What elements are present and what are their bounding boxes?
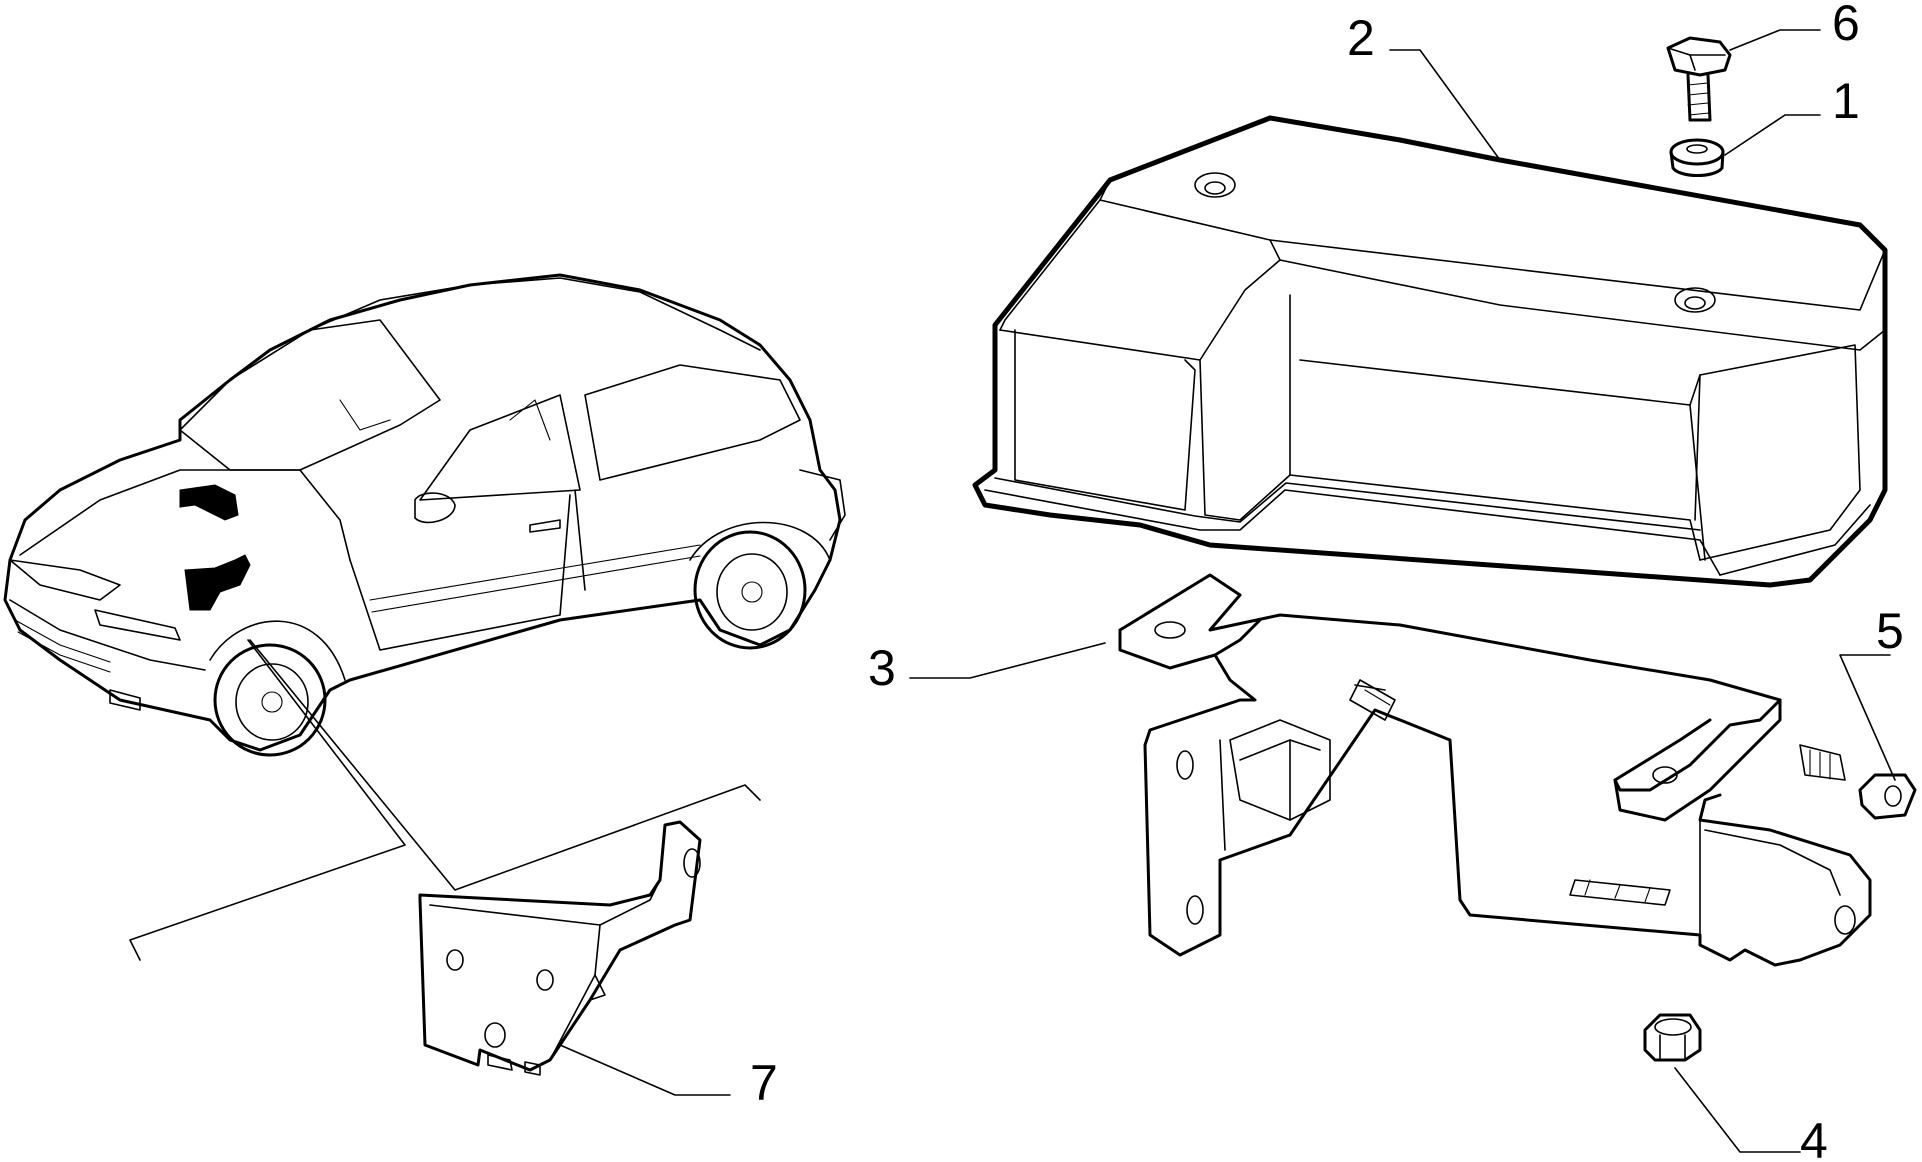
washer-1-illustration — [1669, 138, 1725, 177]
callout-leaders — [559, 29, 1896, 1153]
component-location-marker — [184, 554, 251, 611]
bolt-6-illustration — [1666, 36, 1732, 122]
screw-illustration — [1354, 684, 1386, 691]
callout-label-6: 6 — [1832, 0, 1860, 51]
callout-labels: 6 1 2 3 5 4 7 — [750, 0, 1904, 1162]
bracket-7-illustration — [418, 820, 702, 1076]
nut-4-illustration — [1643, 1013, 1702, 1062]
cover-2-illustration — [972, 115, 1888, 588]
callout-label-4: 4 — [1800, 1113, 1828, 1162]
car-illustration — [3, 273, 846, 961]
callout-label-2: 2 — [1347, 10, 1375, 66]
callout-label-5: 5 — [1876, 603, 1904, 659]
callout-label-7: 7 — [750, 1055, 778, 1111]
bracket-3-illustration — [1118, 573, 1872, 967]
nut-5-illustration — [1858, 773, 1917, 820]
component-location-marker — [179, 484, 239, 521]
callout-label-1: 1 — [1832, 73, 1860, 129]
callout-label-3: 3 — [868, 640, 896, 696]
